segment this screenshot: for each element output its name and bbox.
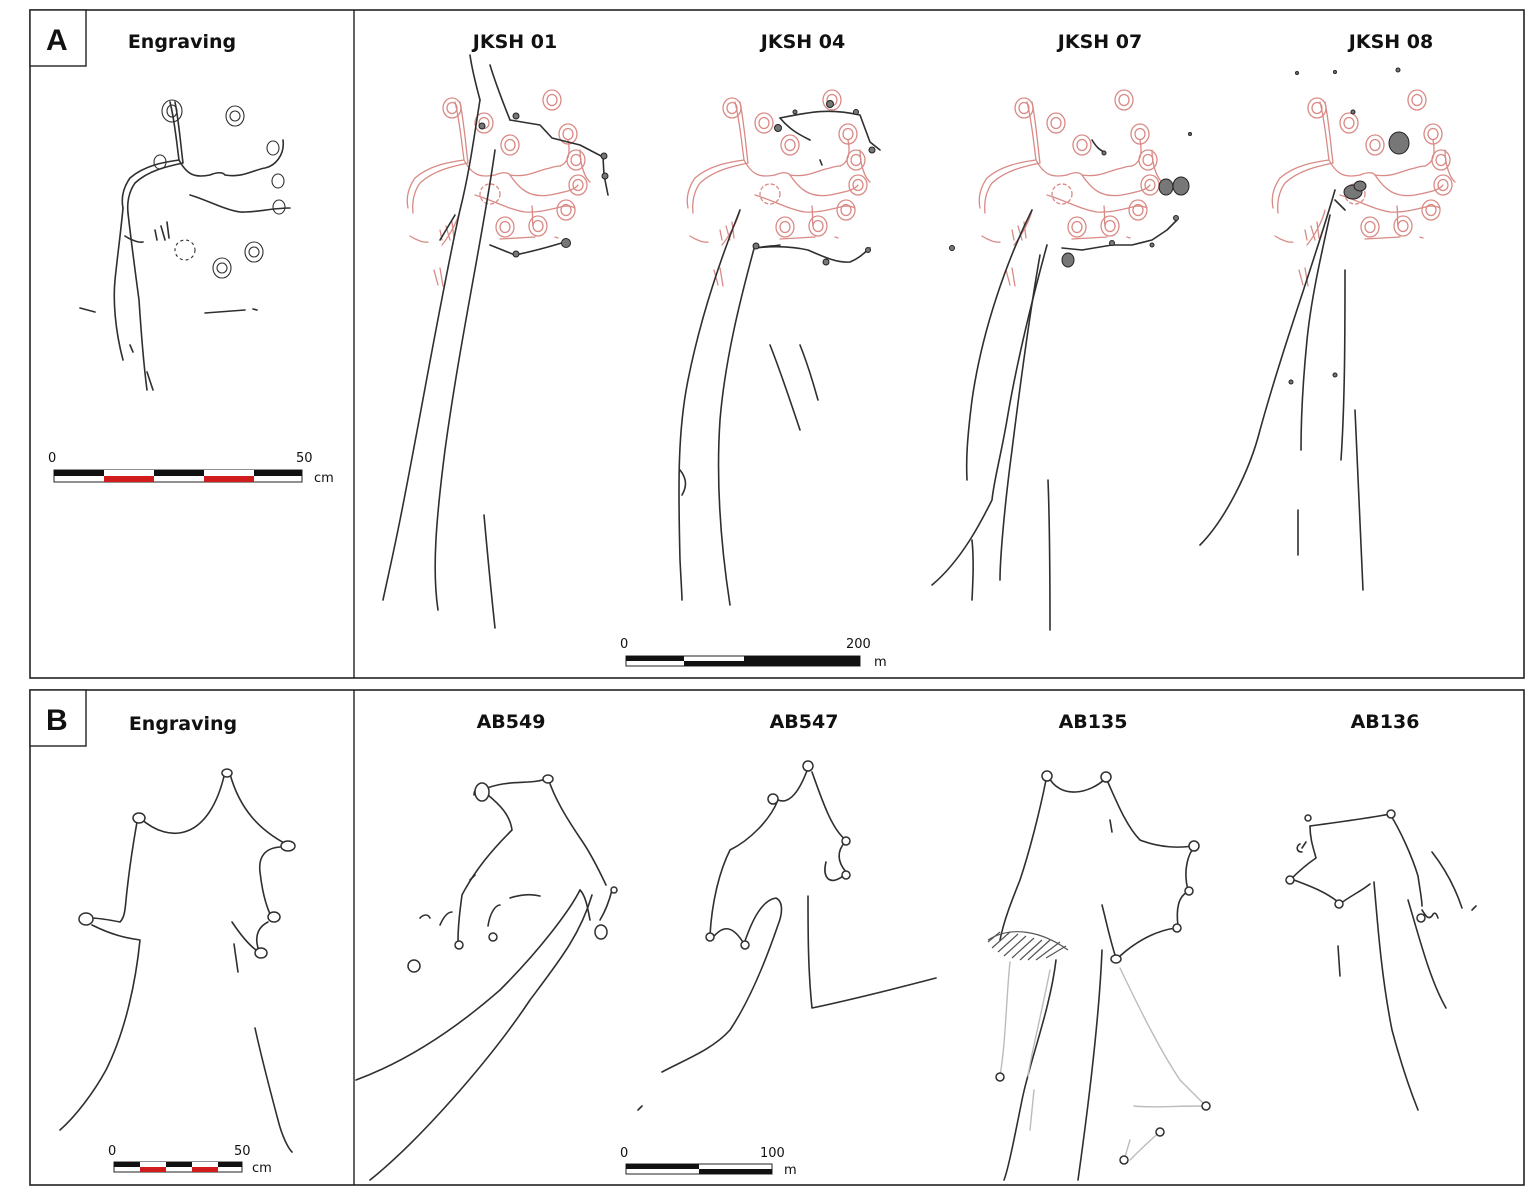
- engraving-b-scale-unit: cm: [252, 1161, 272, 1176]
- panel-b-frame: [29, 689, 1525, 1186]
- panel-a-engraving-title: Engraving: [128, 31, 236, 53]
- site-ab135-map: [987, 770, 1211, 1181]
- panel-a: A Engraving JKSH 01 JKSH 04 JKSH 07 JKSH…: [29, 9, 1525, 679]
- panel-a-label-box: [29, 9, 87, 67]
- site-ab136-map: [1285, 809, 1477, 1111]
- panel-a-site-title-3: JKSH 07: [1056, 31, 1142, 53]
- map-b-scale: 0 100 m: [620, 1146, 797, 1178]
- engraving-b-scale: 0 50 cm: [108, 1144, 272, 1176]
- engraving-b-scale-end: 50: [234, 1144, 251, 1159]
- engraving-a-scale-unit: cm: [314, 471, 334, 486]
- site-jksh-08-map: [1199, 67, 1455, 591]
- panel-b-site-title-3: AB135: [1059, 711, 1128, 733]
- map-b-scale-end: 100: [760, 1146, 785, 1161]
- panel-b: B Engraving AB549 AB547 AB135 AB136: [29, 689, 1525, 1186]
- map-a-scale-start: 0: [620, 637, 628, 652]
- map-b-scale-start: 0: [620, 1146, 628, 1161]
- engraving-a-scale-end: 50: [296, 451, 313, 466]
- map-b-scale-unit: m: [784, 1163, 797, 1178]
- panel-a-label: A: [46, 24, 68, 57]
- panel-a-site-title-2: JKSH 04: [759, 31, 845, 53]
- panel-b-site-title-2: AB547: [770, 711, 839, 733]
- map-a-scale-unit: m: [874, 655, 887, 670]
- panel-b-label: B: [46, 704, 68, 737]
- panel-a-site-title-4: JKSH 08: [1347, 31, 1433, 53]
- engraving-a-scale-start: 0: [48, 451, 56, 466]
- site-jksh-04-map: [678, 90, 881, 606]
- map-a-scale-end: 200: [846, 637, 871, 652]
- engraving-b-scale-start: 0: [108, 1144, 116, 1159]
- site-jksh-07-map: [931, 90, 1192, 631]
- panel-a-frame: [29, 9, 1525, 679]
- panel-b-label-box: [29, 689, 87, 747]
- engraving-a-drawing: [79, 99, 291, 391]
- site-ab547-map: [637, 760, 937, 1111]
- panel-a-site-title-1: JKSH 01: [471, 31, 557, 53]
- site-jksh-01-map: [382, 54, 609, 629]
- engraving-b-drawing: [59, 768, 296, 1153]
- engraving-a-scale: 0 50 cm: [48, 451, 334, 486]
- map-a-scale: 0 200 m: [620, 637, 887, 670]
- panel-b-site-title-1: AB549: [477, 711, 546, 733]
- panel-b-engraving-title: Engraving: [129, 713, 237, 735]
- site-ab549-map: [355, 774, 618, 1181]
- panel-b-site-title-4: AB136: [1351, 711, 1420, 733]
